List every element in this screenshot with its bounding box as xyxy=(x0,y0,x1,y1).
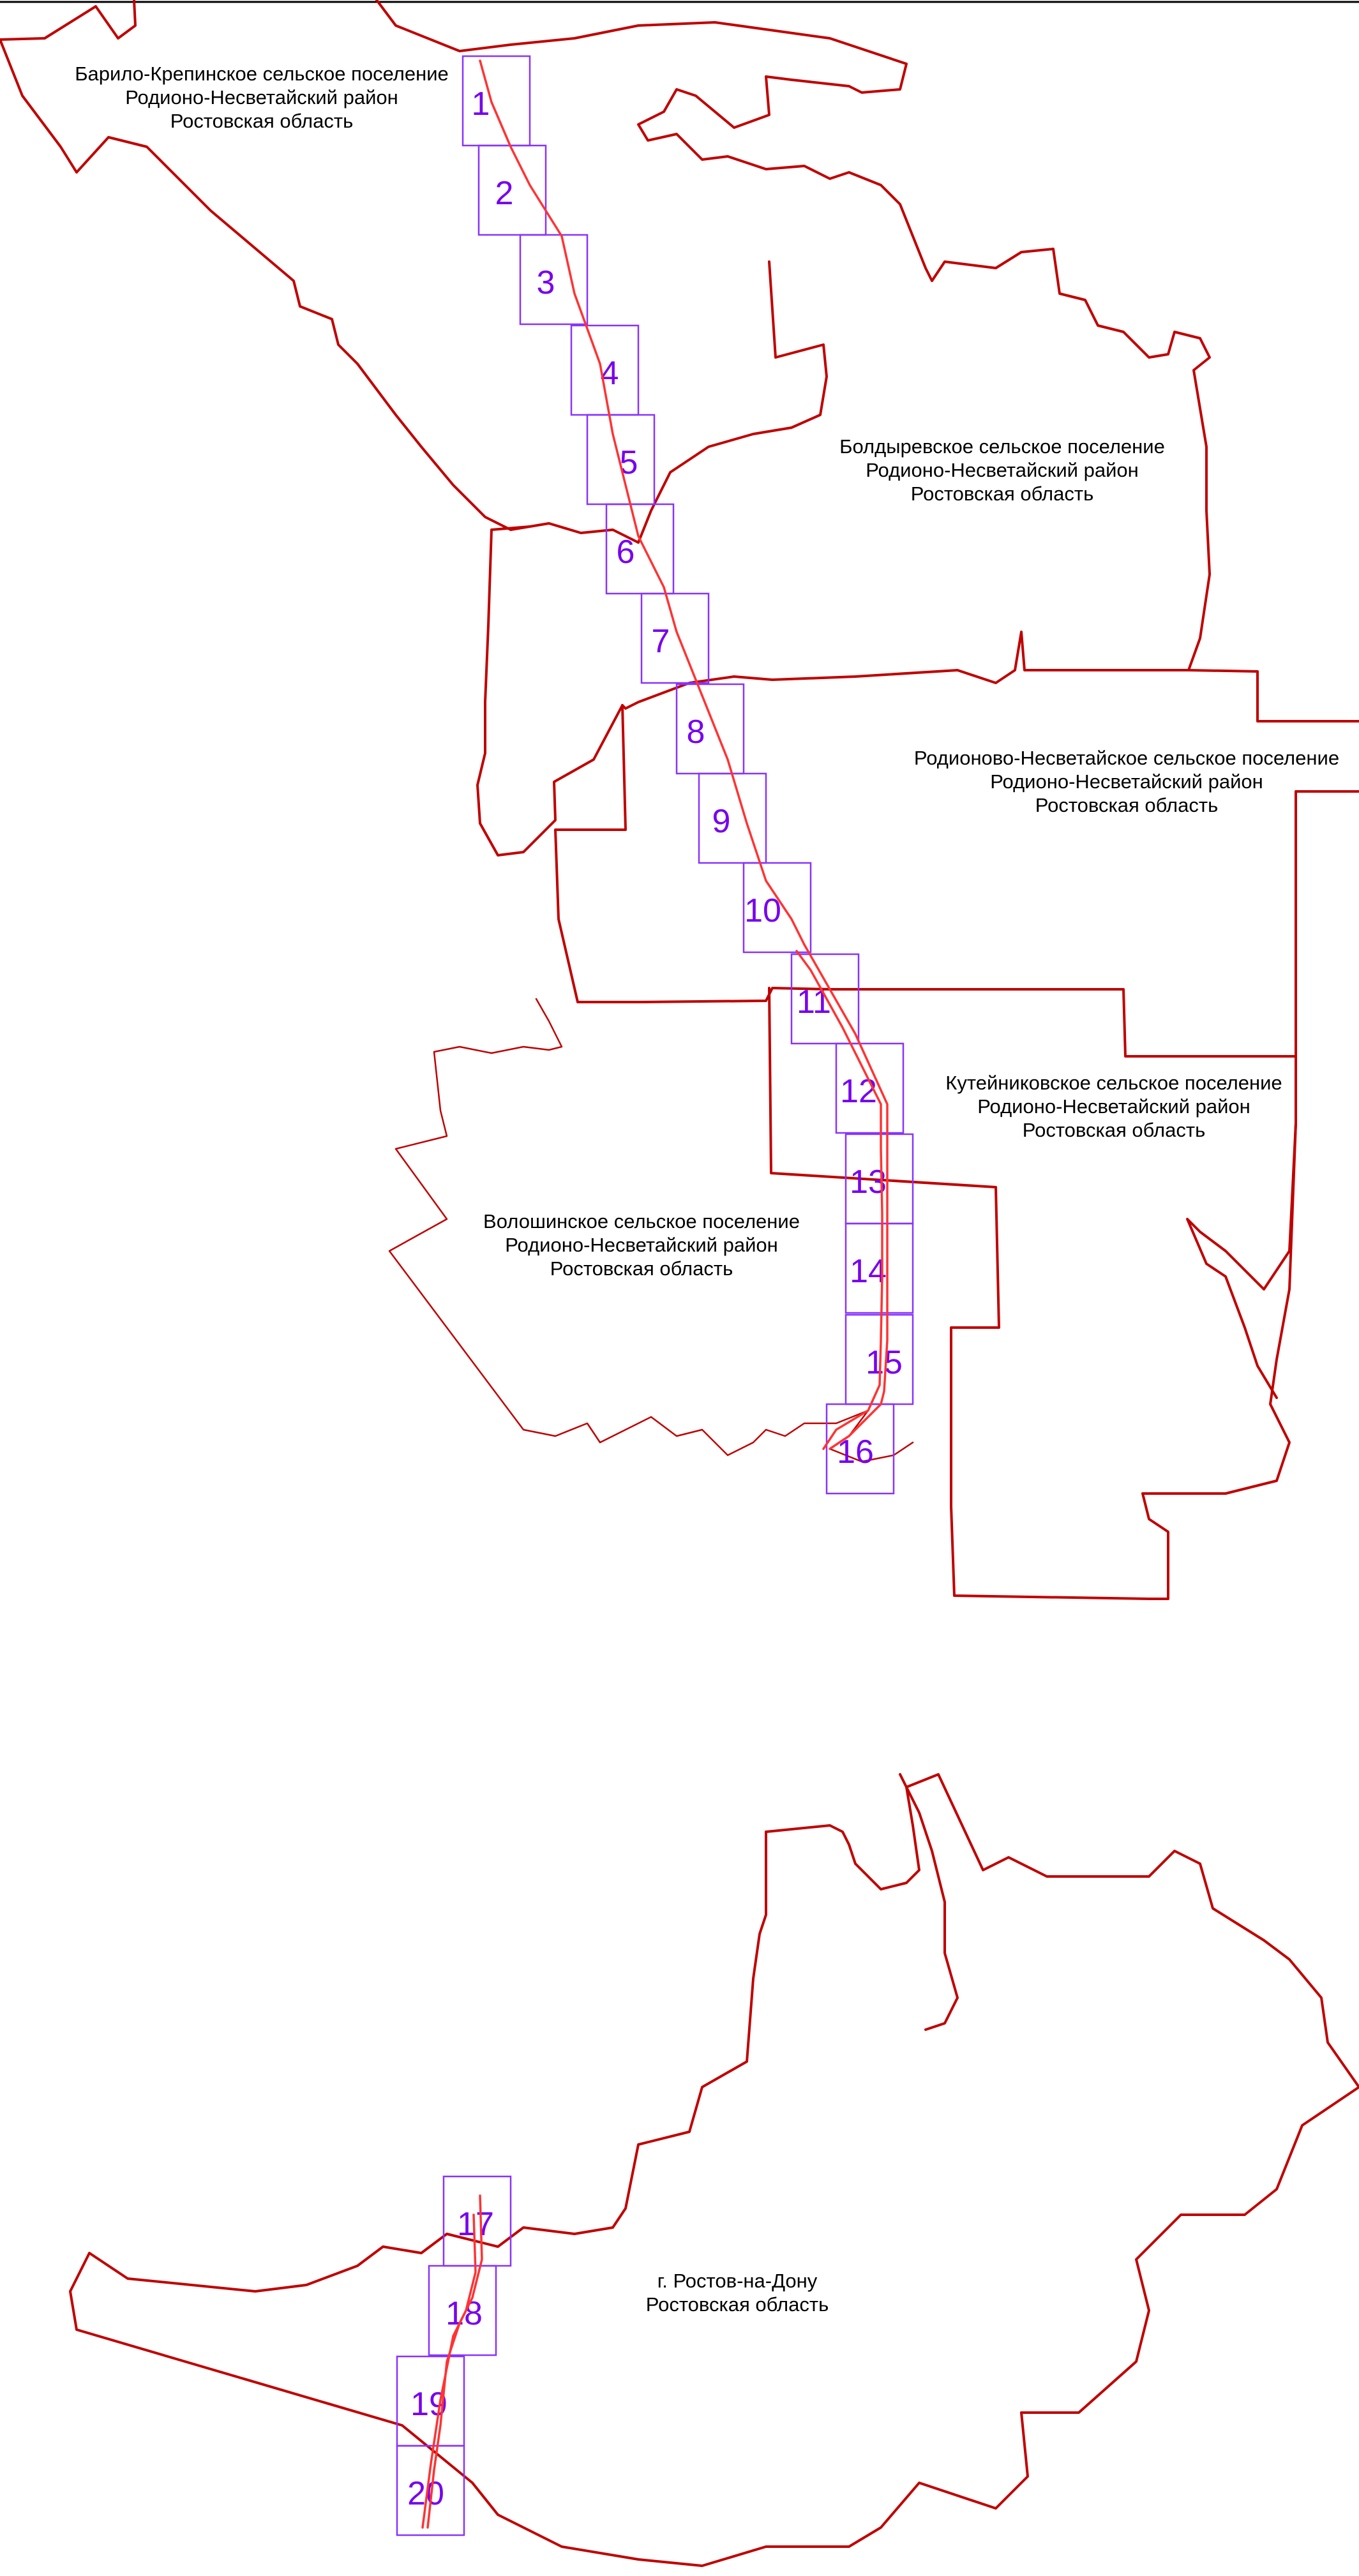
sheet-frame-16 xyxy=(825,1403,895,1495)
sheet-number-11: 11 xyxy=(797,984,831,1021)
area-label-kuteinikov: Кутейниковское сельское поселениеРодионо… xyxy=(945,1072,1282,1141)
sheet-frame-18 xyxy=(428,2265,497,2356)
area-label-rostov-line-2: Ростовская область xyxy=(646,2293,829,2316)
area-label-barilo-line-3: Ростовская область xyxy=(170,110,353,132)
boundaries-upper xyxy=(0,0,1359,1600)
area-label-voloshin-line-3: Ростовская область xyxy=(550,1257,733,1280)
route-line-upper-parallel xyxy=(795,950,883,1450)
area-label-rodionovo-line-1: Родионово-Несветайское сельское поселени… xyxy=(914,747,1339,769)
route-line-lower xyxy=(426,2194,483,2529)
route-line-lower-parallel xyxy=(421,2213,477,2529)
boundary-rostov xyxy=(69,1773,1359,2567)
sheet-number-6: 6 xyxy=(617,534,635,571)
boundary-barilo xyxy=(0,0,137,41)
area-label-kuteinikov-line-2: Родионо-Несветайский район xyxy=(977,1095,1250,1118)
sheet-number-12: 12 xyxy=(840,1073,877,1110)
area-label-rodionovo-line-2: Родионо-Несветайский район xyxy=(990,770,1263,793)
area-label-kuteinikov-line-3: Ростовская область xyxy=(1023,1119,1205,1141)
area-labels: Барило-Крепинское сельское поселениеРоди… xyxy=(75,63,1339,2316)
area-label-voloshin-line-1: Волошинское сельское поселение xyxy=(483,1210,800,1232)
area-label-rostov-line-1: г. Ростов-на-Дону xyxy=(657,2270,818,2292)
sheet-frame-20 xyxy=(396,2445,465,2536)
sheet-number-7: 7 xyxy=(652,623,670,660)
sheet-frame-2 xyxy=(477,144,547,236)
area-label-boldyrev-line-1: Болдыревское сельское поселение xyxy=(839,435,1165,458)
area-label-rodionovo: Родионово-Несветайское сельское поселени… xyxy=(914,747,1339,816)
sheet-frame-7 xyxy=(640,592,710,684)
sheet-frame-10 xyxy=(742,862,812,954)
boundaries-rostov xyxy=(69,1773,1359,2567)
boundary-barilo-east xyxy=(375,0,1211,671)
sheet-frame-11 xyxy=(790,953,860,1045)
sheet-number-3: 3 xyxy=(537,264,555,301)
area-label-barilo-line-2: Родионо-Несветайский район xyxy=(125,86,398,109)
sheet-number-10: 10 xyxy=(744,892,781,929)
area-label-barilo-line-1: Барило-Крепинское сельское поселение xyxy=(75,63,449,85)
sheet-number-1: 1 xyxy=(472,86,490,123)
sheet-number-16: 16 xyxy=(837,1434,874,1471)
area-label-voloshin: Волошинское сельское поселениеРодионо-Не… xyxy=(483,1210,800,1280)
route-line-upper xyxy=(479,59,889,1450)
boundary-rostov-inner xyxy=(899,1773,959,2031)
boundary-barilo-west xyxy=(0,38,531,531)
route xyxy=(421,59,889,2529)
area-label-boldyrev-line-2: Родионо-Несветайский район xyxy=(866,459,1139,481)
area-label-kuteinikov-line-1: Кутейниковское сельское поселение xyxy=(945,1072,1282,1094)
boundary-boldyrev xyxy=(476,260,1359,857)
boundary-kuteinikov-east xyxy=(1186,1122,1297,1399)
sheet-number-2: 2 xyxy=(495,175,514,212)
area-label-rodionovo-line-3: Ростовская область xyxy=(1035,794,1218,816)
boundary-kuteinikov xyxy=(768,987,1297,1600)
sheet-frame-12 xyxy=(835,1042,905,1134)
sheet-frame-3 xyxy=(519,234,589,326)
sheet-frame-14 xyxy=(845,1222,914,1314)
sheet-number-14: 14 xyxy=(850,1253,887,1290)
sheet-number-8: 8 xyxy=(687,714,705,751)
area-label-boldyrev-line-3: Ростовская область xyxy=(911,483,1093,505)
area-label-boldyrev: Болдыревское сельское поселениеРодионо-Н… xyxy=(839,435,1165,505)
area-label-barilo: Барило-Крепинское сельское поселениеРоди… xyxy=(75,63,449,132)
sheet-frame-6 xyxy=(605,503,675,595)
area-label-voloshin-line-2: Родионо-Несветайский район xyxy=(505,1234,778,1256)
sheet-number-17: 17 xyxy=(457,2206,494,2243)
sheet-number-9: 9 xyxy=(712,803,731,840)
